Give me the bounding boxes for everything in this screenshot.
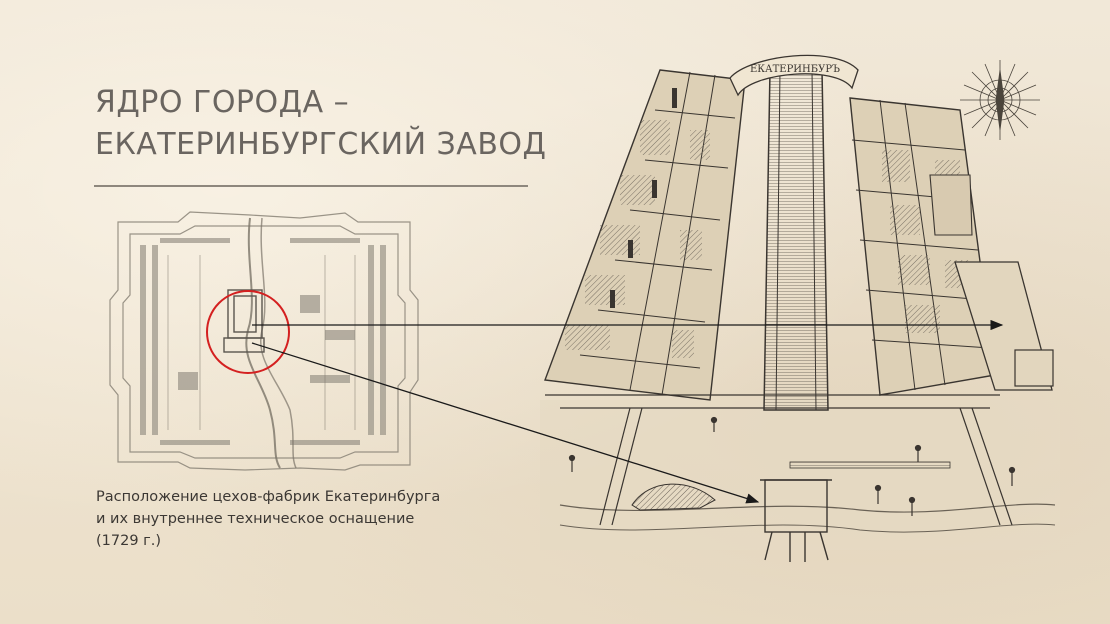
- slide-title: ЯДРО ГОРОДА – ЕКАТЕРИНБУРГСКИЙ ЗАВОД: [95, 82, 555, 166]
- caption-line-1: Расположение цехов-фабрик Екатеринбурга: [96, 489, 441, 505]
- title-divider: [94, 185, 528, 187]
- compass-rose-icon: [960, 60, 1040, 140]
- arrow-to-dam: [251, 342, 760, 504]
- caption-line-3: (1729 г.): [96, 533, 162, 549]
- title-line-1: ЯДРО ГОРОДА –: [95, 85, 350, 120]
- image-caption: Расположение цехов-фабрик Екатеринбурга …: [96, 486, 496, 552]
- caption-line-2: и их внутреннее техническое оснащение: [96, 511, 415, 527]
- banner-text: ЕКАТЕРИНБУРЪ: [750, 64, 840, 75]
- title-line-2: ЕКАТЕРИНБУРГСКИЙ ЗАВОД: [95, 127, 547, 162]
